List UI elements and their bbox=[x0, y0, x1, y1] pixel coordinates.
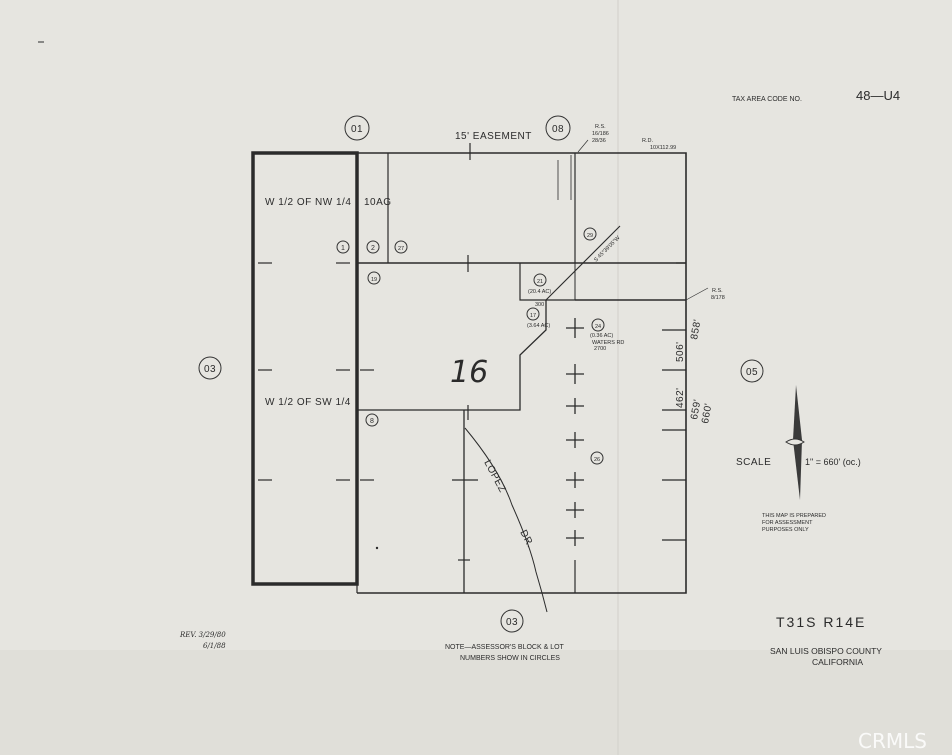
parcel-27: 27 bbox=[394, 240, 408, 254]
parcel-24: 24 bbox=[591, 318, 605, 332]
w-half-nw-label: W 1/2 OF NW 1/4 bbox=[265, 197, 351, 208]
rs-top-2: 16/186 bbox=[592, 131, 609, 137]
w-half-sw-label: W 1/2 OF SW 1/4 bbox=[265, 397, 351, 408]
ten-acre-label: 10AG bbox=[364, 197, 392, 208]
rs-right-2: 8/178 bbox=[711, 295, 725, 301]
dim-2700: 2700 bbox=[594, 346, 606, 352]
adjacent-page-east: 05 bbox=[740, 359, 764, 383]
county-line-2: CALIFORNIA bbox=[812, 657, 863, 667]
watermark: CRMLS bbox=[858, 729, 927, 753]
svg-text:05: 05 bbox=[746, 367, 758, 378]
dim-659: 659' bbox=[689, 398, 703, 420]
rs-right-leader bbox=[685, 287, 709, 301]
parcel-2: 2 bbox=[366, 240, 380, 254]
svg-text:29: 29 bbox=[587, 233, 593, 239]
waters-rd-label: WATERS RD bbox=[592, 340, 624, 346]
adjacent-page-west: 03 bbox=[198, 356, 222, 380]
parcel-24-area: (0.36 AC) bbox=[590, 333, 613, 339]
parcel-19: 19 bbox=[367, 271, 381, 285]
dim-300: 300 bbox=[535, 302, 544, 308]
svg-text:27: 27 bbox=[398, 246, 404, 252]
svg-text:2: 2 bbox=[371, 245, 375, 252]
circles-note-2: NUMBERS SHOW IN CIRCLES bbox=[460, 655, 560, 662]
page-number: 16 bbox=[450, 355, 488, 390]
adjacent-page-north-left: 01 bbox=[344, 115, 370, 141]
parcel-8: 8 bbox=[365, 413, 379, 427]
parcel-29: 29 bbox=[583, 227, 597, 241]
rs-top-3: 28/36 bbox=[592, 138, 606, 144]
circles-note-1: NOTE—ASSESSOR'S BLOCK & LOT bbox=[445, 644, 565, 651]
svg-text:03: 03 bbox=[506, 617, 518, 628]
assessment-note-3: PURPOSES ONLY bbox=[762, 527, 809, 533]
svg-text:08: 08 bbox=[552, 124, 564, 135]
dim-506: 506' bbox=[675, 341, 686, 362]
easement-label: 15' EASEMENT bbox=[455, 131, 532, 142]
svg-text:01: 01 bbox=[351, 124, 363, 135]
quarter-tick-marks bbox=[258, 143, 686, 593]
svg-text:19: 19 bbox=[371, 277, 377, 283]
tax-area-code: 48—U4 bbox=[856, 88, 900, 103]
svg-text:8: 8 bbox=[370, 418, 374, 425]
rs-right: R.S. bbox=[712, 288, 723, 294]
stray-dot bbox=[375, 546, 379, 550]
parcel-17: 17 bbox=[526, 307, 540, 321]
revision-date-2: 6/1/88 bbox=[203, 642, 226, 650]
cross-marks bbox=[566, 318, 584, 546]
svg-text:26: 26 bbox=[594, 457, 600, 463]
assessment-note-1: THIS MAP IS PREPARED bbox=[762, 513, 826, 519]
township-range: T31S R14E bbox=[776, 614, 866, 630]
lopez-dr-road bbox=[464, 427, 548, 613]
rd-reference-value: 10X112.99 bbox=[650, 145, 676, 151]
svg-text:1: 1 bbox=[341, 245, 345, 252]
section-boundary bbox=[251, 151, 687, 594]
parcel-26: 26 bbox=[590, 451, 604, 465]
rs-top-leader bbox=[577, 139, 589, 153]
svg-text:03: 03 bbox=[204, 364, 216, 375]
paper-shadow bbox=[0, 650, 952, 755]
svg-text:17: 17 bbox=[530, 313, 536, 319]
parcel-17-area: (3.64 AC) bbox=[527, 323, 550, 329]
parcel-1: 1 bbox=[336, 240, 350, 254]
svg-text:24: 24 bbox=[595, 324, 601, 330]
adjacent-page-north-right: 08 bbox=[545, 115, 571, 141]
svg-text:21: 21 bbox=[537, 279, 543, 285]
scale-value: 1" = 660' (oc.) bbox=[805, 457, 861, 467]
parcel-21: 21 bbox=[533, 273, 547, 287]
rs-top: R.S. bbox=[595, 124, 606, 130]
assessment-note-2: FOR ASSESSMENT bbox=[762, 520, 813, 526]
tax-area-label: TAX AREA CODE NO. bbox=[732, 96, 802, 103]
dim-660: 660' bbox=[700, 402, 714, 424]
county-line-1: SAN LUIS OBISPO COUNTY bbox=[770, 646, 882, 656]
parcel-21-area: (20.4 AC) bbox=[528, 289, 551, 295]
adjacent-page-south: 03 bbox=[500, 609, 524, 633]
scale-label: SCALE bbox=[736, 457, 771, 468]
dim-462: 462' bbox=[675, 387, 686, 408]
revision-note: REV. 3/29/80 bbox=[179, 631, 226, 639]
rd-reference: R.D. bbox=[642, 138, 653, 144]
dim-858: 858' bbox=[689, 318, 703, 340]
north-arrow-icon bbox=[785, 385, 805, 500]
